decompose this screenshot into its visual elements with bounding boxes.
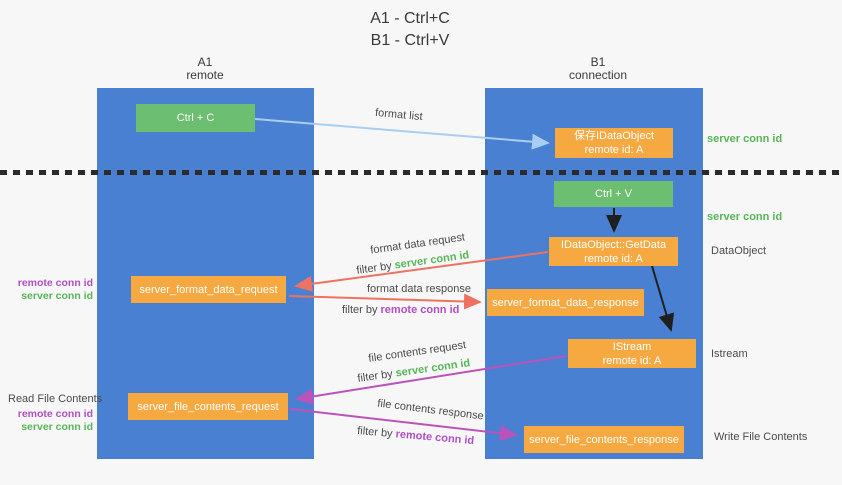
node-format-request-label: server_format_data_request bbox=[139, 283, 278, 296]
node-save-idataobject: 保存IDataObject remote id: A bbox=[555, 128, 673, 158]
node-getdata-line1: IDataObject::GetData bbox=[560, 238, 667, 251]
lifeline-a1-name: A1 bbox=[197, 55, 213, 69]
label-filter-by-2: filter by bbox=[342, 304, 381, 316]
node-server-file-contents-request: server_file_contents_request bbox=[128, 393, 288, 420]
node-save-idataobject-line2: remote id: A bbox=[584, 144, 644, 156]
label-file-contents-response: file contents response bbox=[376, 397, 485, 423]
label-block-left-bottom: remote conn id server conn id bbox=[0, 408, 93, 434]
label-format-data-response: format data response bbox=[367, 283, 471, 295]
title-line-a1: A1 - Ctrl+C bbox=[370, 10, 450, 27]
label-left-bottom-remote-conn-id: remote conn id bbox=[17, 408, 93, 420]
lifeline-b1-subtitle: connection bbox=[568, 68, 628, 82]
node-ctrl-v-label: Ctrl + V bbox=[595, 188, 632, 200]
label-filter-value-3: server conn id bbox=[394, 357, 472, 380]
label-filter-by-remote-4: filter by remote conn id bbox=[357, 425, 475, 447]
node-istream-line1: IStream bbox=[612, 340, 652, 353]
diagram-title: A1 - Ctrl+C B1 - Ctrl+V bbox=[322, 8, 498, 52]
label-filter-value-4: remote conn id bbox=[395, 428, 475, 448]
node-server-file-contents-response: server_file_contents_response bbox=[524, 426, 684, 453]
lifeline-header-b1: B1 connection bbox=[548, 56, 648, 82]
label-filter-value-2: remote conn id bbox=[380, 304, 460, 316]
label-filter-by-1: filter by bbox=[355, 259, 396, 277]
arrow-format-data-response bbox=[288, 293, 482, 310]
label-left-mid-server-conn-id: server conn id bbox=[21, 290, 93, 302]
node-server-format-data-response: server_format_data_response bbox=[487, 289, 644, 316]
node-file-response-label: server_file_contents_response bbox=[529, 433, 679, 446]
label-format-list: format list bbox=[374, 106, 424, 124]
lifeline-b1-name: B1 bbox=[590, 55, 606, 69]
node-server-format-data-request: server_format_data_request bbox=[131, 276, 286, 303]
label-left-bottom-server-conn-id: server conn id bbox=[21, 421, 93, 433]
node-idataobject-getdata: IDataObject::GetData remote id: A bbox=[549, 237, 678, 266]
node-file-request-label: server_file_contents_request bbox=[137, 400, 279, 413]
label-filter-value-1: server conn id bbox=[393, 249, 471, 272]
node-istream-line2: remote id: A bbox=[602, 354, 662, 367]
label-read-file-contents: Read File Contents bbox=[8, 393, 103, 405]
node-save-idataobject-line1: 保存IDataObject bbox=[573, 130, 655, 142]
label-server-conn-id-mid: server conn id bbox=[707, 211, 783, 223]
node-ctrl-c-label: Ctrl + C bbox=[176, 112, 215, 124]
label-left-mid-remote-conn-id: remote conn id bbox=[17, 277, 93, 289]
lifeline-a1-subtitle: remote bbox=[186, 68, 224, 82]
node-istream: IStream remote id: A bbox=[568, 339, 696, 368]
lifeline-header-a1: A1 remote bbox=[155, 56, 255, 82]
node-ctrl-c: Ctrl + C bbox=[136, 104, 255, 132]
label-server-conn-id-top: server conn id bbox=[707, 133, 783, 145]
title-line-b1: B1 - Ctrl+V bbox=[370, 32, 450, 49]
label-write-file-contents: Write File Contents bbox=[714, 431, 808, 443]
label-block-left-mid: remote conn id server conn id bbox=[0, 277, 93, 303]
label-dataobject: DataObject bbox=[711, 245, 767, 257]
node-getdata-line2: remote id: A bbox=[584, 252, 643, 265]
label-istream: Istream bbox=[711, 348, 748, 360]
node-format-response-label: server_format_data_response bbox=[492, 296, 639, 309]
label-filter-by-3: filter by bbox=[356, 367, 397, 385]
dotted-separator-line bbox=[0, 170, 842, 175]
node-ctrl-v: Ctrl + V bbox=[554, 181, 673, 207]
label-filter-by-4: filter by bbox=[356, 424, 397, 441]
label-filter-by-remote-2: filter by remote conn id bbox=[342, 304, 459, 316]
